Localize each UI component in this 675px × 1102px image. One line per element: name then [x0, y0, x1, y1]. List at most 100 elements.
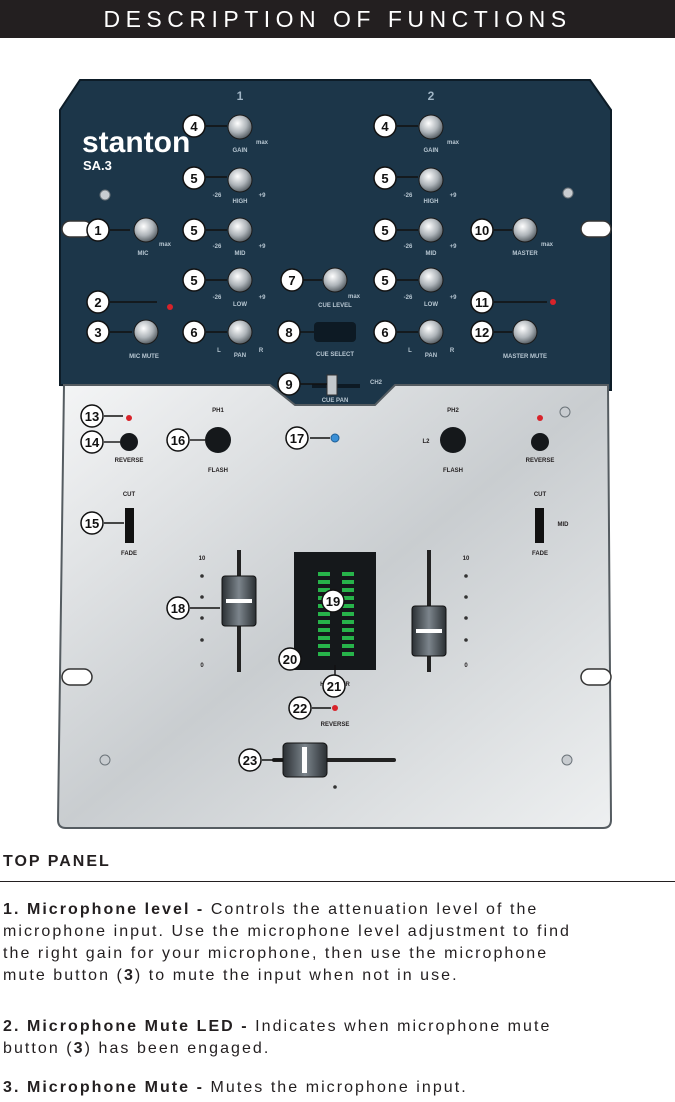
screws	[99, 187, 574, 766]
item-3-heading: 3. Microphone Mute -	[3, 1079, 211, 1096]
svg-text:-26: -26	[404, 193, 413, 199]
meter-segment	[318, 620, 330, 624]
callout-10: 10	[470, 218, 494, 242]
svg-text:10: 10	[475, 223, 489, 238]
svg-text:5: 5	[190, 223, 197, 238]
meter-segment	[318, 628, 330, 632]
meter-segment	[342, 572, 354, 576]
callout-13: 13	[80, 404, 104, 428]
crossfade-curve-switch-1	[125, 508, 134, 543]
svg-text:CUE SELECT: CUE SELECT	[316, 352, 354, 358]
svg-text:4: 4	[190, 119, 198, 134]
svg-text:MIC MUTE: MIC MUTE	[129, 354, 159, 360]
svg-text:+9: +9	[259, 295, 267, 301]
svg-text:CH2: CH2	[370, 380, 383, 386]
svg-text:MID: MID	[235, 251, 247, 257]
svg-text:REVERSE: REVERSE	[321, 722, 350, 728]
item-2-line-1: 2. Microphone Mute LED - Indicates when …	[3, 1018, 552, 1035]
svg-text:23: 23	[243, 753, 257, 768]
knobs-channel-1	[227, 114, 253, 345]
svg-text:6: 6	[381, 325, 388, 340]
svg-text:CUT: CUT	[123, 492, 136, 498]
channel-1-label: 1	[237, 89, 244, 103]
callout-17: 17	[285, 426, 309, 450]
flash-button-2	[440, 427, 466, 453]
meter-segment	[318, 588, 330, 592]
svg-text:11: 11	[475, 295, 489, 310]
mic-knob	[133, 217, 159, 243]
svg-text:15: 15	[85, 516, 99, 531]
svg-text:PAN: PAN	[234, 353, 246, 359]
meter-segment	[342, 628, 354, 632]
callout-4: 4	[373, 114, 397, 138]
item-3-line-1: 3. Microphone Mute - Mutes the microphon…	[3, 1079, 468, 1096]
svg-text:5: 5	[381, 273, 388, 288]
svg-text:9: 9	[285, 377, 292, 392]
callout-5: 5	[373, 268, 397, 292]
svg-text:HIGH: HIGH	[424, 199, 439, 205]
svg-text:LOW: LOW	[424, 302, 438, 308]
channel-2-label: 2	[428, 89, 435, 103]
callout-20: 20	[278, 647, 302, 671]
section-title: TOP PANEL	[3, 853, 111, 870]
svg-text:L: L	[217, 348, 221, 354]
svg-text:max: max	[159, 242, 172, 248]
item-1-line-3: the right gain for your microphone, then…	[3, 945, 549, 962]
callout-12: 12	[470, 320, 494, 344]
gain-knob-2	[418, 114, 444, 140]
cue-led	[330, 433, 340, 443]
svg-text:14: 14	[85, 435, 100, 450]
svg-text:GAIN: GAIN	[424, 148, 439, 154]
svg-text:FLASH: FLASH	[443, 468, 463, 474]
svg-text:19: 19	[326, 594, 340, 609]
svg-text:CUT: CUT	[534, 492, 547, 498]
svg-text:R: R	[450, 348, 455, 354]
callout-5: 5	[373, 218, 397, 242]
gain-knob-1	[227, 114, 253, 140]
svg-text:PH1: PH1	[212, 408, 224, 414]
svg-text:max: max	[348, 294, 361, 300]
cue-level-knob	[322, 267, 348, 293]
callout-8: 8	[277, 320, 301, 344]
svg-text:R: R	[259, 348, 264, 354]
cue-pan-handle	[326, 374, 338, 396]
svg-text:HIGH: HIGH	[233, 199, 248, 205]
reverse-led-2	[537, 415, 543, 421]
svg-text:LOW: LOW	[233, 302, 247, 308]
high-knob-2	[418, 167, 444, 193]
meter-segment	[342, 620, 354, 624]
mid-knob-2	[418, 217, 444, 243]
svg-text:MIC: MIC	[138, 251, 150, 257]
svg-text:4: 4	[381, 119, 389, 134]
svg-text:-26: -26	[213, 244, 222, 250]
svg-text:FADE: FADE	[532, 551, 548, 557]
meter-segment	[342, 636, 354, 640]
svg-text:10: 10	[463, 556, 470, 562]
svg-text:20: 20	[283, 652, 297, 667]
svg-text:-26: -26	[213, 295, 222, 301]
master-knob	[512, 217, 538, 243]
svg-text:17: 17	[290, 431, 304, 446]
svg-text:MID: MID	[558, 522, 570, 528]
brand-logo: stanton	[82, 126, 190, 159]
callout-9: 9	[277, 372, 301, 396]
item-2-heading: 2. Microphone Mute LED -	[3, 1018, 256, 1035]
cue-select-switch	[314, 322, 356, 342]
meter-segment	[318, 652, 330, 656]
mic-mute-button	[133, 319, 159, 345]
mid-knob-1	[227, 217, 253, 243]
svg-text:max: max	[541, 242, 554, 248]
meter-segment	[342, 644, 354, 648]
svg-text:7: 7	[288, 273, 295, 288]
callout-22: 22	[288, 696, 312, 720]
svg-text:18: 18	[171, 601, 185, 616]
svg-text:0: 0	[200, 663, 204, 669]
svg-text:3: 3	[94, 325, 101, 340]
meter-segment	[342, 612, 354, 616]
page-title: DESCRIPTION OF FUNCTIONS	[103, 6, 572, 32]
callout-23: 23	[238, 748, 262, 772]
callout-5: 5	[182, 268, 206, 292]
callout-18: 18	[166, 596, 190, 620]
low-knob-2	[418, 267, 444, 293]
